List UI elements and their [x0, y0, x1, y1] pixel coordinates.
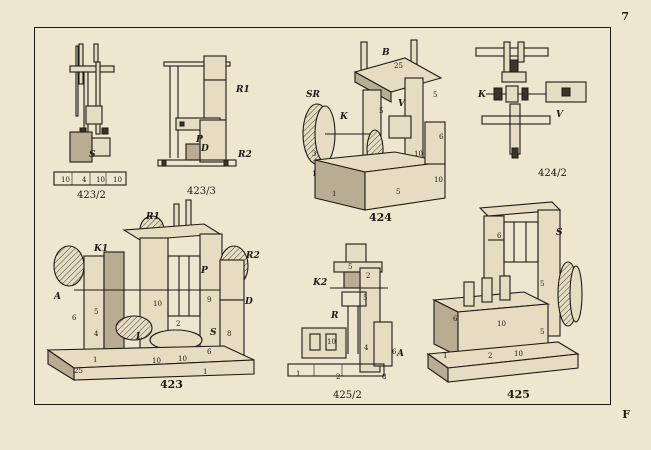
caption-424-2: 424/2: [538, 168, 567, 179]
figure-425-drawing: [426, 201, 583, 384]
num-424-h: 1: [332, 190, 337, 198]
label-423-S: S: [210, 328, 217, 338]
num-424-c: 5: [433, 91, 438, 99]
num-424-b: 5: [379, 107, 384, 115]
num-423-2-d: 10: [113, 176, 122, 184]
num-423-g: 8: [227, 330, 232, 338]
label-425-S: S: [556, 228, 563, 238]
num-425-2-f: 4: [364, 344, 369, 352]
num-423-j: 10: [178, 355, 187, 363]
num-423-l: 10: [152, 357, 161, 365]
num-423-e: 2: [176, 320, 181, 328]
num-423-c: 4: [94, 330, 99, 338]
label-423-2-S: S: [89, 150, 96, 160]
num-425-2-g: 1: [296, 370, 301, 378]
num-425-e: 5: [540, 328, 545, 336]
label-424-V: V: [398, 99, 405, 109]
num-425-a: 6: [497, 232, 502, 240]
num-425-b: 10: [497, 320, 506, 328]
num-423-a: 6: [72, 314, 77, 322]
label-423-D: D: [245, 297, 253, 307]
num-425-2-i: 8: [382, 373, 387, 381]
label-423-R1: R1: [146, 212, 160, 222]
caption-425: 425: [507, 388, 530, 401]
figure-424-drawing: [302, 39, 446, 211]
num-425-d: 6: [453, 315, 458, 323]
num-423-2-b: 4: [82, 176, 87, 184]
label-424-B: B: [382, 48, 390, 58]
label-424-K: K: [340, 112, 348, 122]
num-423-k: 25: [74, 367, 83, 375]
label-425-2-K2: K2: [313, 278, 328, 288]
label-423-A: A: [54, 292, 61, 302]
label-424-SR: SR: [306, 90, 320, 100]
num-424-d: 10: [414, 150, 423, 158]
num-424-e: 6: [439, 133, 444, 141]
num-424-g: 1: [312, 170, 317, 178]
page-number: 7: [621, 10, 629, 23]
num-423-d: 10: [153, 300, 162, 308]
label-425-2-R: R: [331, 311, 339, 321]
label-423-L: L: [136, 332, 143, 342]
num-425-c: 5: [540, 280, 545, 288]
num-423-m: 6: [207, 348, 212, 356]
label-423-R2: R2: [246, 251, 260, 261]
caption-423-2: 423/2: [77, 190, 106, 201]
num-424-i: 10: [434, 176, 443, 184]
num-425-2-b: 2: [366, 272, 371, 280]
caption-424: 424: [369, 211, 392, 224]
num-423-2-c: 10: [96, 176, 105, 184]
num-423-b: 5: [94, 308, 99, 316]
figure-425-2-drawing: [287, 243, 393, 377]
num-423-f: 9: [207, 296, 212, 304]
label-424-2-V: V: [556, 110, 563, 120]
label-423-3-R1: R1: [236, 85, 250, 95]
caption-423: 423: [160, 378, 183, 391]
num-424-j: 5: [396, 188, 401, 196]
num-423-2-a: 10: [61, 176, 70, 184]
num-423-i: 1: [203, 368, 208, 376]
figure-423-3-drawing: [157, 55, 237, 167]
figure-423-2-drawing: [53, 43, 127, 186]
figure-423-drawing: [46, 199, 255, 381]
label-425-2-A: A: [397, 349, 404, 359]
num-423-h: 1: [93, 356, 98, 364]
num-425-h: 10: [514, 350, 523, 358]
label-423-3-P: P: [196, 135, 203, 145]
label-424-2-K: K: [478, 90, 486, 100]
sheet-letter: F: [622, 408, 630, 421]
num-424-a: 25: [394, 62, 403, 70]
label-423-3-R2: R2: [238, 150, 252, 160]
caption-423-3: 423/3: [187, 186, 216, 197]
num-425-f: 2: [488, 352, 493, 360]
label-423-K1: K1: [94, 244, 109, 254]
label-423-P: P: [201, 266, 208, 276]
num-424-f: 3: [312, 150, 317, 158]
label-423-3-D: D: [201, 144, 209, 154]
figure-424-2-drawing: [475, 41, 587, 159]
figure-frame: [34, 27, 611, 405]
num-425-2-d: 6: [392, 348, 397, 356]
caption-425-2: 425/2: [333, 390, 362, 401]
num-425-2-a: 5: [348, 263, 353, 271]
num-425-2-c: 10: [327, 338, 336, 346]
num-425-2-h: 2: [336, 373, 341, 381]
num-425-2-e: 5: [363, 294, 368, 302]
num-425-g: 1: [443, 352, 448, 360]
